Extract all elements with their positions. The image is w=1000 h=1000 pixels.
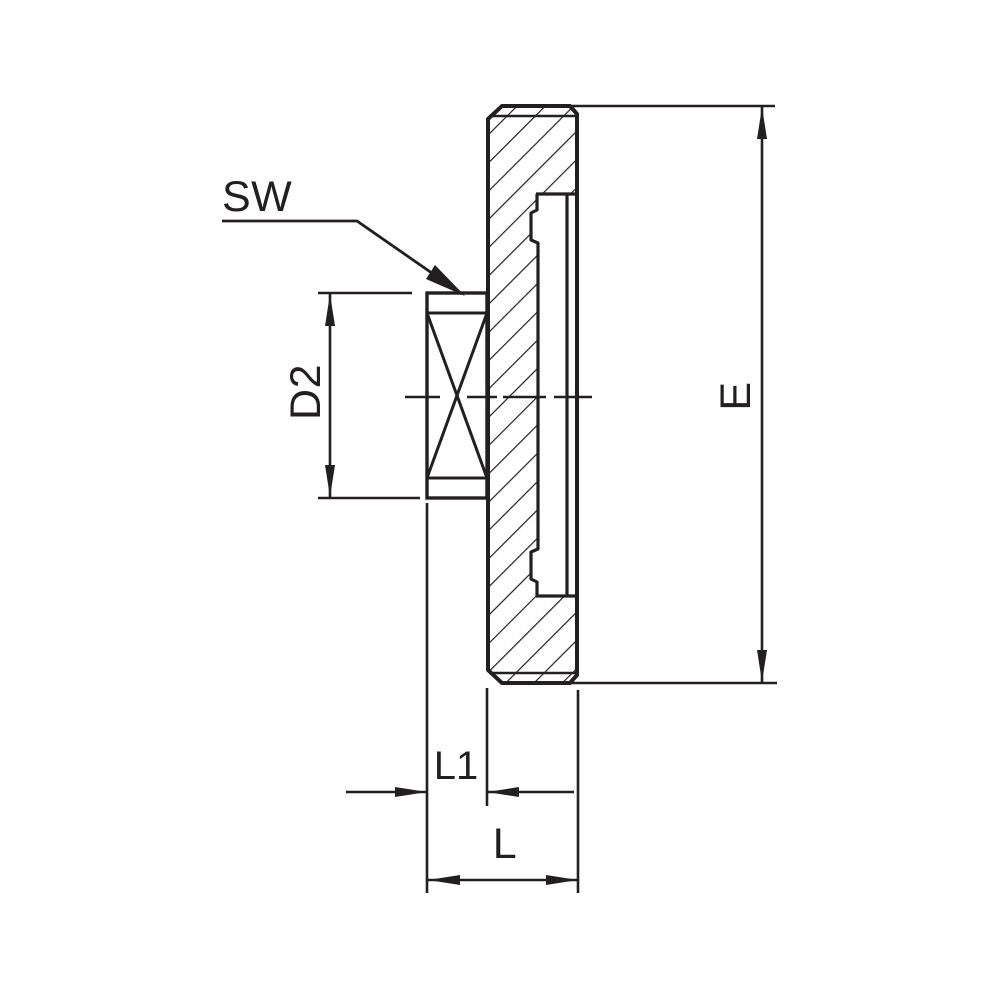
label-e: E <box>712 381 760 410</box>
d2-arrow-bottom <box>325 465 335 497</box>
l-arrow-left <box>428 875 460 885</box>
d2-arrow-top <box>325 294 335 326</box>
e-arrow-top <box>757 107 767 139</box>
groove-recess <box>529 192 576 598</box>
l-arrow-right <box>546 875 578 885</box>
leader-arrowhead-icon <box>426 265 465 296</box>
leader-sw-line <box>222 219 463 296</box>
hex-nut-section <box>425 291 489 500</box>
label-l1: L1 <box>434 744 479 788</box>
dimension-d2: D2 <box>282 291 420 500</box>
l1-arrow-right <box>487 787 519 797</box>
dimension-e: E <box>571 104 777 685</box>
leader-sw: SW <box>222 173 465 296</box>
groove-recess-clear <box>531 194 575 596</box>
nut-cross-diagonal-2 <box>425 312 489 479</box>
dimension-l: L <box>428 820 578 885</box>
dimension-l1: L1 <box>346 744 574 797</box>
label-d2: D2 <box>282 364 330 420</box>
lower-extension-lines <box>425 503 580 893</box>
e-arrow-bottom <box>757 650 767 682</box>
l1-arrow-left <box>395 787 427 797</box>
label-l: L <box>493 820 517 868</box>
label-sw: SW <box>222 173 292 221</box>
